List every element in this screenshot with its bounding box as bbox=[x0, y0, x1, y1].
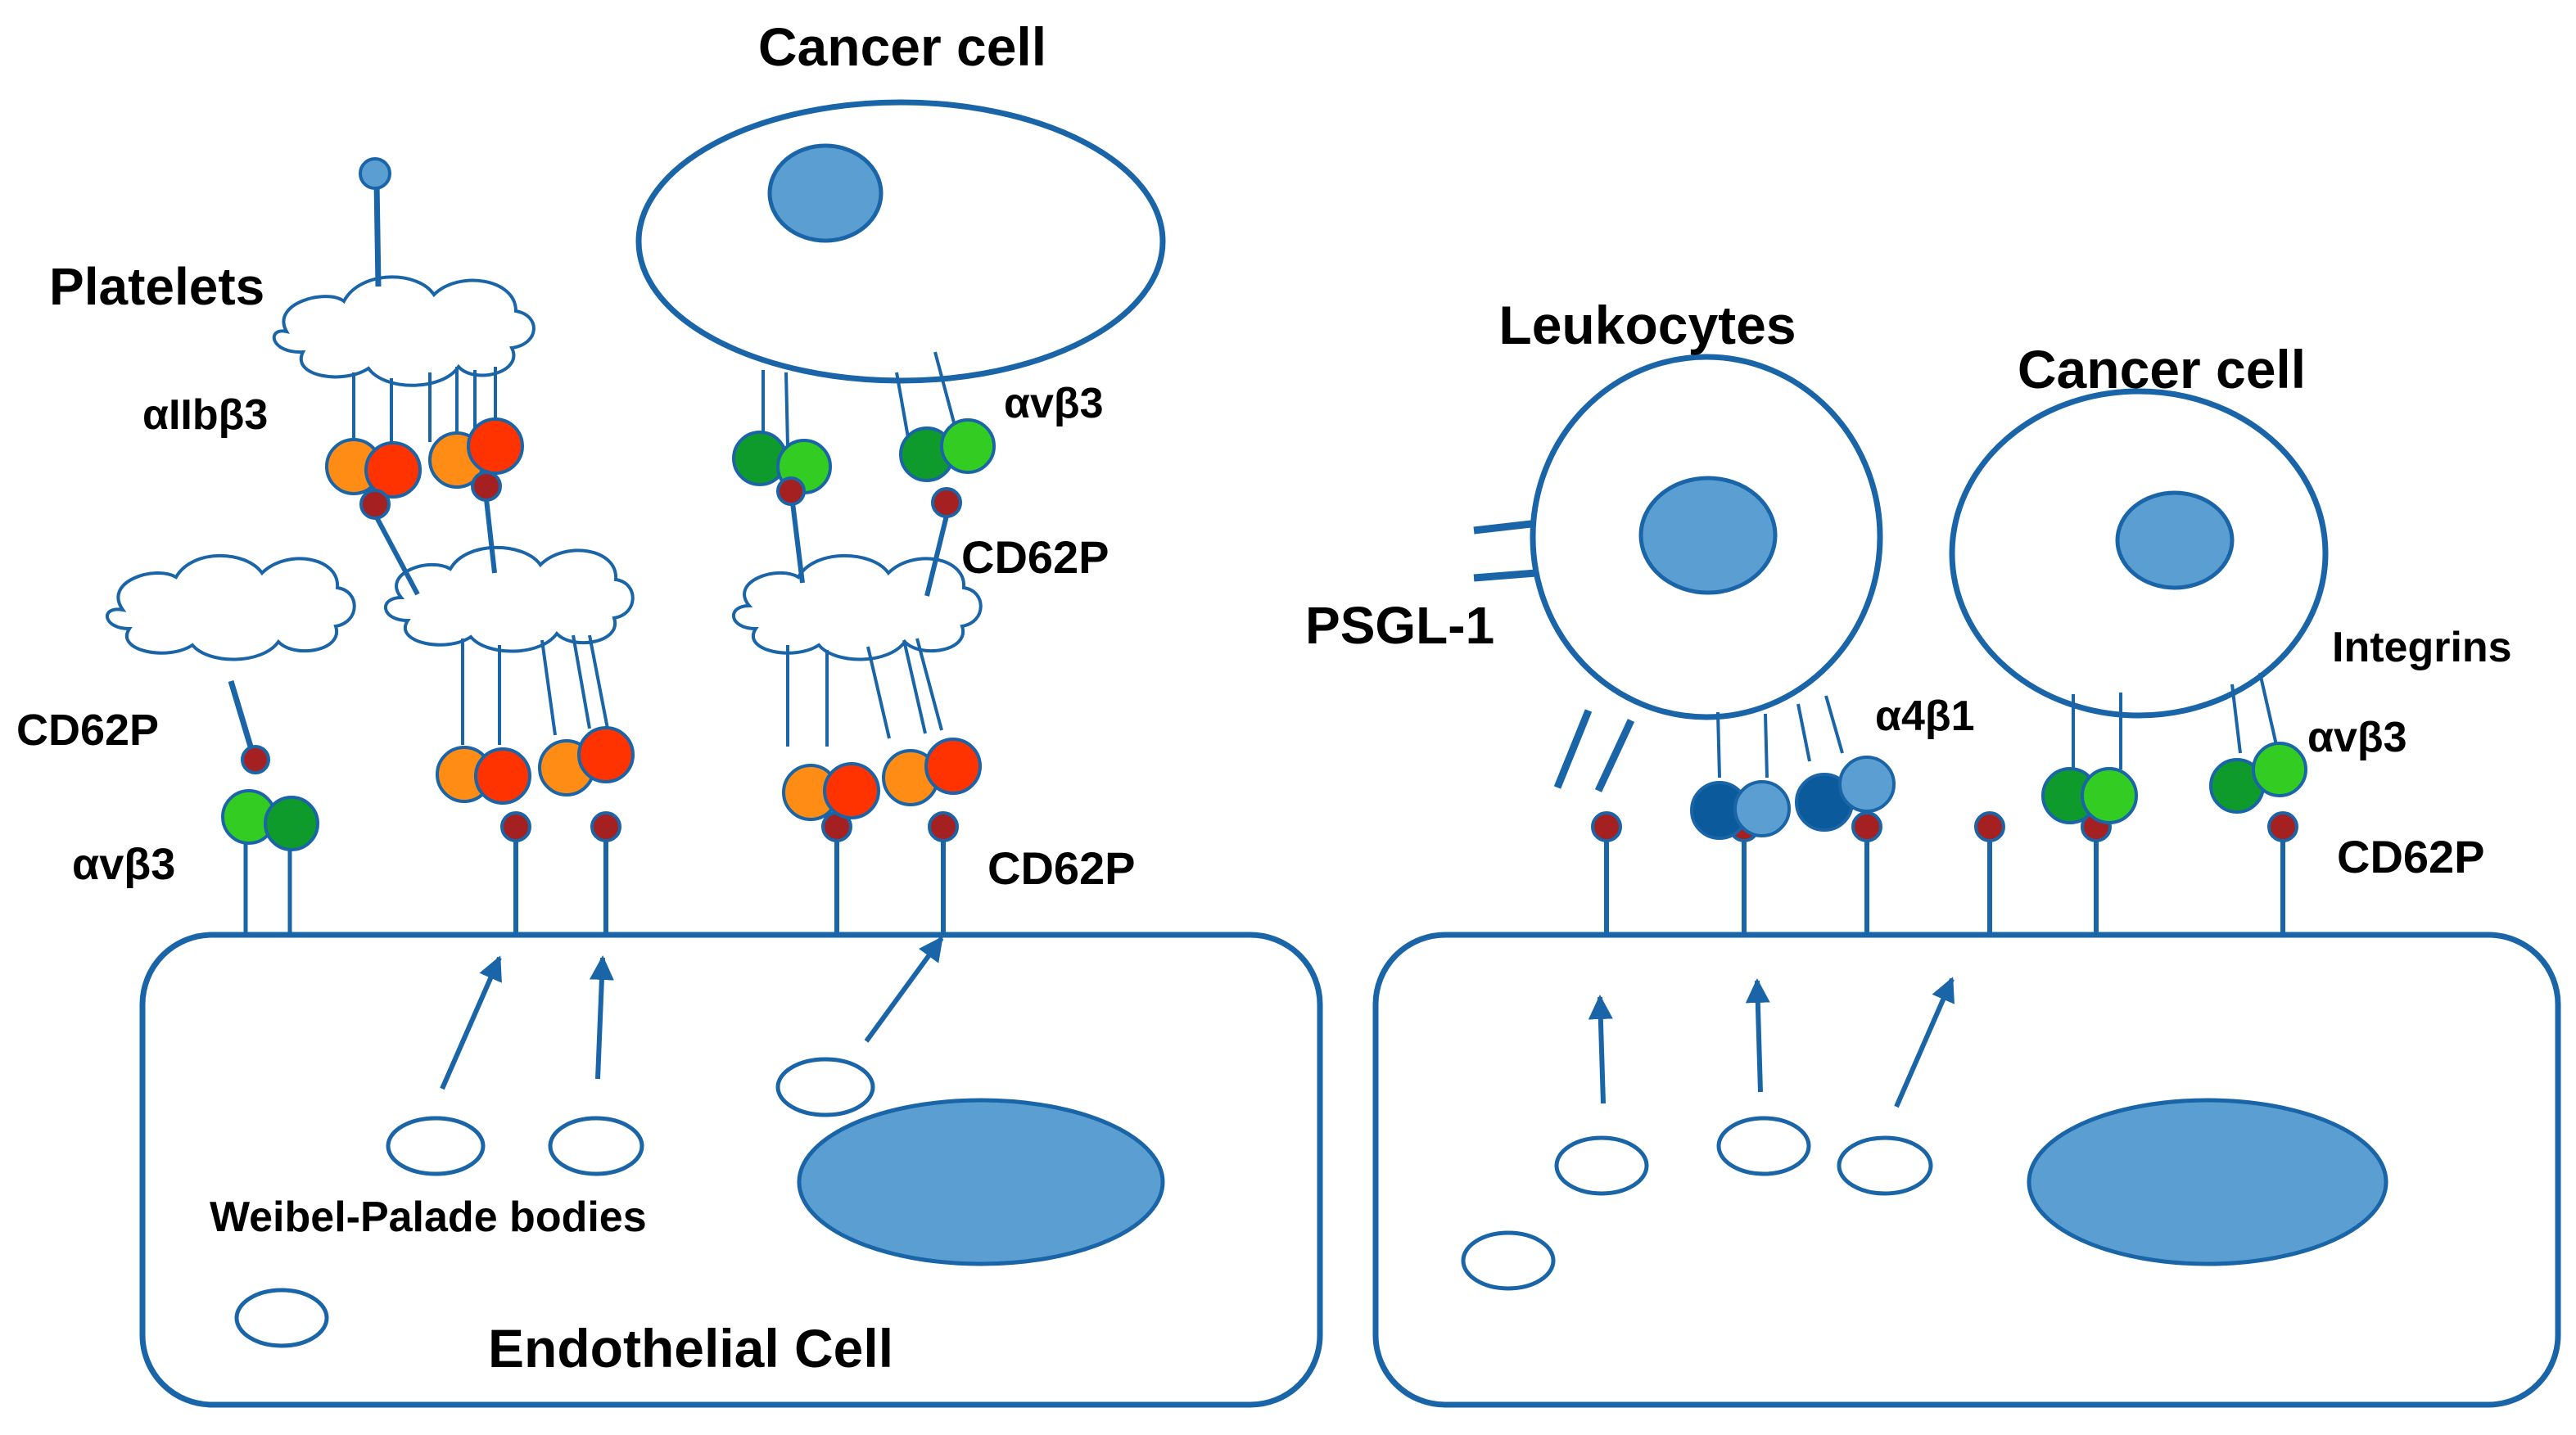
label-avb3-top: αvβ3 bbox=[1004, 380, 1104, 427]
label-endothelial-cell: Endothelial Cell bbox=[488, 1318, 893, 1379]
label-cancer-cell-right: Cancer cell bbox=[2018, 339, 2306, 399]
aiib3-stalks-bottom-mid bbox=[461, 634, 609, 745]
label-psgl1: PSGL-1 bbox=[1305, 596, 1494, 655]
label-weibel-palade: Weibel-Palade bodies bbox=[210, 1194, 647, 1241]
platelet-top bbox=[272, 275, 536, 387]
cd62p-heads-left bbox=[500, 811, 959, 842]
exocytosis-arrows-right bbox=[1588, 977, 1955, 1108]
avb3-left-integrin bbox=[221, 789, 319, 851]
aiib3-integrins-bottom-right bbox=[782, 738, 982, 821]
avb3-integrins-cancer-left bbox=[732, 418, 996, 494]
label-cd62p-right: CD62P bbox=[2337, 831, 2485, 882]
label-avb3-right: αvβ3 bbox=[2307, 714, 2407, 761]
label-platelets: Platelets bbox=[49, 257, 264, 316]
endothelial-cell-left bbox=[139, 932, 1323, 1408]
label-leukocytes: Leukocytes bbox=[1498, 295, 1796, 355]
cancer-nucleus-right bbox=[2115, 490, 2235, 590]
avb3-stalks-left bbox=[243, 843, 292, 937]
cd62p-stalks-right bbox=[1604, 830, 2285, 937]
left-panel: Cancer cell Platelets αIIbβ3 αvβ3 CD62P … bbox=[16, 16, 1323, 1408]
avb3-integrins-right bbox=[2041, 742, 2307, 824]
right-panel: Leukocytes Cancer cell PSGL-1 Integrins … bbox=[1305, 295, 2561, 1408]
psgl1-marks bbox=[1473, 520, 1635, 792]
label-cd62p-bottom: CD62P bbox=[987, 842, 1136, 894]
leukocyte-nucleus bbox=[1638, 476, 1778, 595]
platelet-left bbox=[106, 553, 356, 661]
aiib3-integrins-bottom-mid bbox=[436, 726, 635, 805]
weibel-palade-bodies-left bbox=[234, 1057, 875, 1348]
aiib3-stalks-bottom-right bbox=[786, 638, 943, 747]
platelet-top-stalk bbox=[373, 181, 382, 287]
platelet-top-pin-head bbox=[359, 157, 391, 190]
label-integrins: Integrins bbox=[2332, 624, 2512, 671]
cancer-nucleus-left bbox=[767, 143, 884, 243]
cancer-cell-left bbox=[635, 99, 1166, 384]
a4b1-integrins bbox=[1690, 756, 1896, 840]
aiib3-integrins-top bbox=[325, 417, 524, 499]
label-cd62p-mid: CD62P bbox=[961, 531, 1109, 583]
platelets-left bbox=[106, 275, 983, 661]
links-top-to-mid-platelet bbox=[374, 499, 497, 596]
endothelial-nucleus-right bbox=[2027, 1098, 2388, 1266]
endothelial-nucleus-left bbox=[797, 1098, 1165, 1266]
endothelial-cell-right bbox=[1372, 932, 2561, 1408]
label-aiib3: αIIbβ3 bbox=[142, 391, 268, 439]
cd62p-stalks-left bbox=[513, 827, 946, 937]
cd62p-free-left bbox=[241, 745, 270, 774]
platelet-left-stalk bbox=[228, 679, 254, 748]
weibel-palade-bodies-right bbox=[1461, 1116, 1933, 1291]
label-avb3-left: αvβ3 bbox=[72, 840, 175, 889]
cd62p-under-top-platelet bbox=[359, 471, 502, 520]
platelet-right bbox=[732, 553, 983, 661]
avb3-stalks-right bbox=[2072, 672, 2278, 769]
a4b1-stalks bbox=[1716, 695, 1844, 778]
label-cancer-cell-left: Cancer cell bbox=[758, 16, 1046, 77]
exocytosis-arrows-left bbox=[440, 936, 944, 1090]
label-cd62p-left: CD62P bbox=[16, 706, 159, 755]
label-a4b1: α4β1 bbox=[1875, 693, 1975, 740]
platelet-mid bbox=[384, 545, 635, 653]
links-cancer-to-right-platelet bbox=[790, 502, 949, 597]
